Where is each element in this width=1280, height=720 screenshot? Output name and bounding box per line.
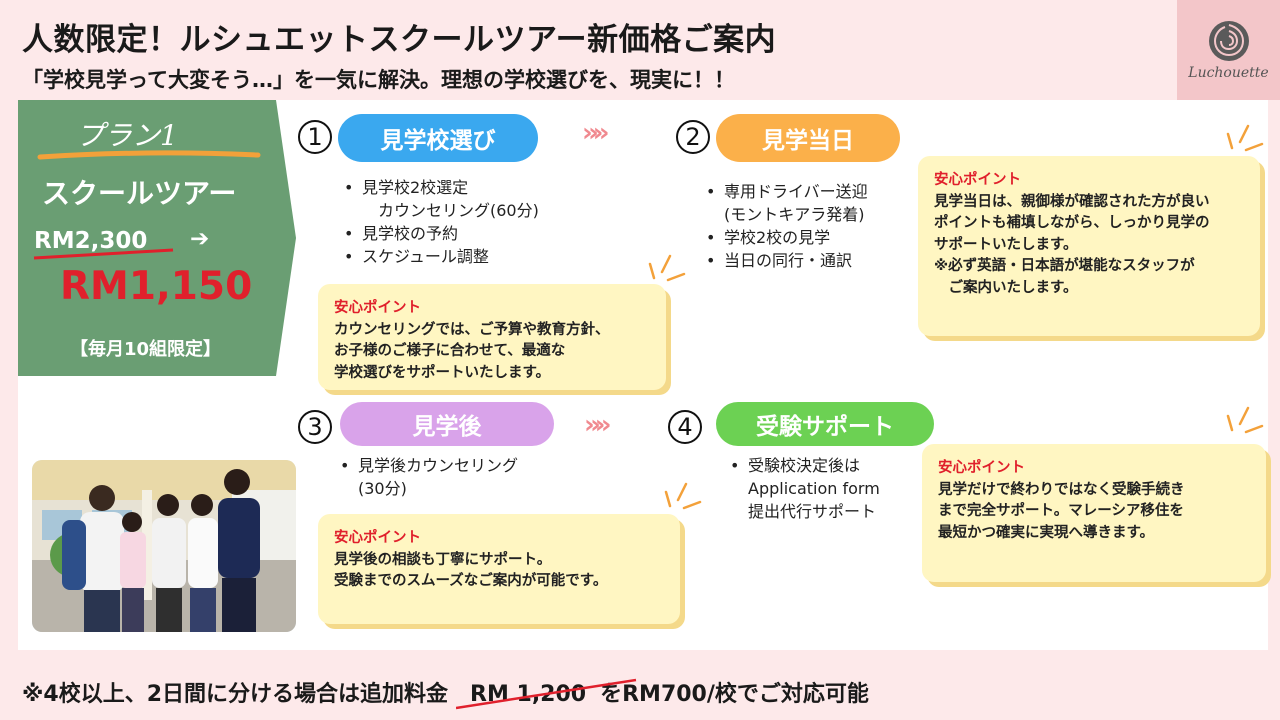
step-3-title: 見学後 xyxy=(340,402,554,446)
step-3-items: • 見学後カウンセリング (30分) xyxy=(340,454,518,500)
tip-line: 見学だけで終わりではなく受験手続き xyxy=(938,481,1185,498)
tip-line: 最短かつ確実に実現へ導きます。 xyxy=(938,524,1155,541)
bullet-icon: • xyxy=(706,182,716,201)
list-item: • 専用ドライバー送迎 xyxy=(706,180,868,203)
step-1-title: 見学校選び xyxy=(338,114,538,162)
step-2-title: 見学当日 xyxy=(716,114,900,162)
list-item-text: カウンセリング(60分) xyxy=(362,201,539,220)
step-4-number: 4 xyxy=(668,410,702,444)
bullet-icon: • xyxy=(344,247,354,266)
bullet-icon: • xyxy=(730,456,740,475)
list-item-text: 見学後カウンセリング xyxy=(358,456,519,475)
tip-line: 見学当日は、親御様が確認された方が良い xyxy=(934,193,1210,210)
tip-line: カウンセリングでは、ご予算や教育方針、 xyxy=(334,321,610,338)
plan-limit: 【毎月10組限定】 xyxy=(70,339,222,360)
list-item-text: Application form xyxy=(748,479,880,498)
list-item: • 学校2校の見学 xyxy=(706,226,868,249)
step-2-tip-bubble: 安心ポイント見学当日は、親御様が確認された方が良いポイントも補填しながら、しっか… xyxy=(918,156,1260,336)
list-item: • 見学後カウンセリング xyxy=(340,454,518,477)
list-item-text: 提出代行サポート xyxy=(748,502,877,521)
tip-title: 安心ポイント xyxy=(334,530,421,546)
tip-title: 安心ポイント xyxy=(334,300,421,316)
tip-title: 安心ポイント xyxy=(938,460,1025,476)
tip-line: まで完全サポート。マレーシア移住を xyxy=(938,503,1184,519)
plan-label: プラン1 xyxy=(76,119,178,152)
school-tour-photo xyxy=(32,460,296,632)
bullet-icon: • xyxy=(344,224,354,243)
list-item-text: 見学校2校選定 xyxy=(362,178,469,197)
list-item-text: (モントキアラ発着) xyxy=(724,205,865,224)
step-1-next-arrow-icon: »» xyxy=(582,118,609,148)
step-4-sparkle-icon xyxy=(1226,406,1264,434)
step-2-number: 2 xyxy=(676,120,710,154)
list-item-text: (30分) xyxy=(358,479,407,498)
strike-line xyxy=(456,678,637,710)
bullet-icon: • xyxy=(706,228,716,247)
tip-line: 学校選びをサポートいたします。 xyxy=(334,364,551,381)
list-item-text: 見学校の予約 xyxy=(362,224,459,243)
step-1-number: 1 xyxy=(298,120,332,154)
list-item-text: 学校2校の見学 xyxy=(724,228,831,247)
page-subtitle: 「学校見学って大変そう…」を一気に解決。理想の学校選びを、現実に！！ xyxy=(22,68,735,92)
plan-new-price: RM1,150 xyxy=(60,264,253,309)
step-4-tip-bubble: 安心ポイント見学だけで終わりではなく受験手続きまで完全サポート。マレーシア移住を… xyxy=(922,444,1266,582)
tip-line: お子様のご様子に合わせて、最適な xyxy=(334,343,566,359)
plan-name: スクールツアー xyxy=(42,177,237,210)
list-item: • 当日の同行・通訳 xyxy=(706,249,868,272)
step-1-tip-bubble: 安心ポイントカウンセリングでは、ご予算や教育方針、お子様のご様子に合わせて、最適… xyxy=(318,284,666,390)
tip-line: ※必ず英語・日本語が堪能なスタッフが xyxy=(934,258,1195,274)
footer-prefix: ※4校以上、2日間に分ける場合は追加料金 xyxy=(22,682,449,707)
tip-line: 見学後の相談も丁寧にサポート。 xyxy=(334,551,552,568)
list-item: • 見学校2校選定 xyxy=(344,176,539,199)
list-item: (モントキアラ発着) xyxy=(706,203,868,226)
logo-text: Luchouette xyxy=(1188,65,1269,81)
list-item: 提出代行サポート xyxy=(730,500,880,523)
step-3-next-arrow-icon: »» xyxy=(584,410,611,440)
plan-old-price: RM2,300 xyxy=(34,228,148,254)
list-item: • 見学校の予約 xyxy=(344,222,539,245)
list-item-text: 受験校決定後は xyxy=(748,456,861,475)
step-1-items: • 見学校2校選定 カウンセリング(60分) • 見学校の予約 • スケジュール調整 xyxy=(344,176,539,268)
list-item: (30分) xyxy=(340,477,518,500)
bullet-icon: • xyxy=(706,251,716,270)
tip-line: サポートいたします。 xyxy=(934,236,1078,253)
list-item-text: 専用ドライバー送迎 xyxy=(724,182,868,201)
plan-badge-shape xyxy=(18,100,296,376)
bullet-icon: • xyxy=(344,178,354,197)
list-item: カウンセリング(60分) xyxy=(344,199,539,222)
tip-line: ご案内いたします。 xyxy=(934,279,1078,296)
step-2-sparkle-icon xyxy=(1226,124,1264,152)
logo: Luchouette xyxy=(1177,0,1280,100)
tip-title: 安心ポイント xyxy=(934,172,1021,188)
tip-line: ポイントも補填しながら、しっかり見学の xyxy=(934,215,1210,231)
step-3-tip-bubble: 安心ポイント見学後の相談も丁寧にサポート。受験までのスムーズなご案内が可能です。 xyxy=(318,514,680,624)
list-item-text: 当日の同行・通訳 xyxy=(724,251,853,270)
step-2-items: • 専用ドライバー送迎 (モントキアラ発着) • 学校2校の見学 • 当日の同行・通訳 xyxy=(706,180,868,272)
plan-arrow-icon: ➔ xyxy=(190,226,210,252)
footer-old-price: RM 1,200 xyxy=(456,678,637,710)
list-item-text: スケジュール調整 xyxy=(362,247,489,266)
tip-line: 受験までのスムーズなご案内が可能です。 xyxy=(334,573,608,589)
rose-icon xyxy=(1208,21,1249,61)
page-title: 人数限定！ルシュエットスクールツアー新価格ご案内 xyxy=(22,22,777,58)
bullet-icon: • xyxy=(340,456,350,475)
list-item: Application form xyxy=(730,477,880,500)
step-4-items: • 受験校決定後は Application form 提出代行サポート xyxy=(730,454,880,523)
list-item: • 受験校決定後は xyxy=(730,454,880,477)
list-item: • スケジュール調整 xyxy=(344,245,539,268)
step-3-number: 3 xyxy=(298,410,332,444)
step-3-sparkle-icon xyxy=(664,482,702,510)
step-1-sparkle-icon xyxy=(648,254,686,282)
step-4-title: 受験サポート xyxy=(716,402,934,446)
plan-badge: プラン1 スクールツアー RM2,300 ➔ RM1,150 【毎月10組限定】 xyxy=(18,100,296,376)
footer-suffix: をRM700/校でご対応可能 xyxy=(600,682,869,707)
